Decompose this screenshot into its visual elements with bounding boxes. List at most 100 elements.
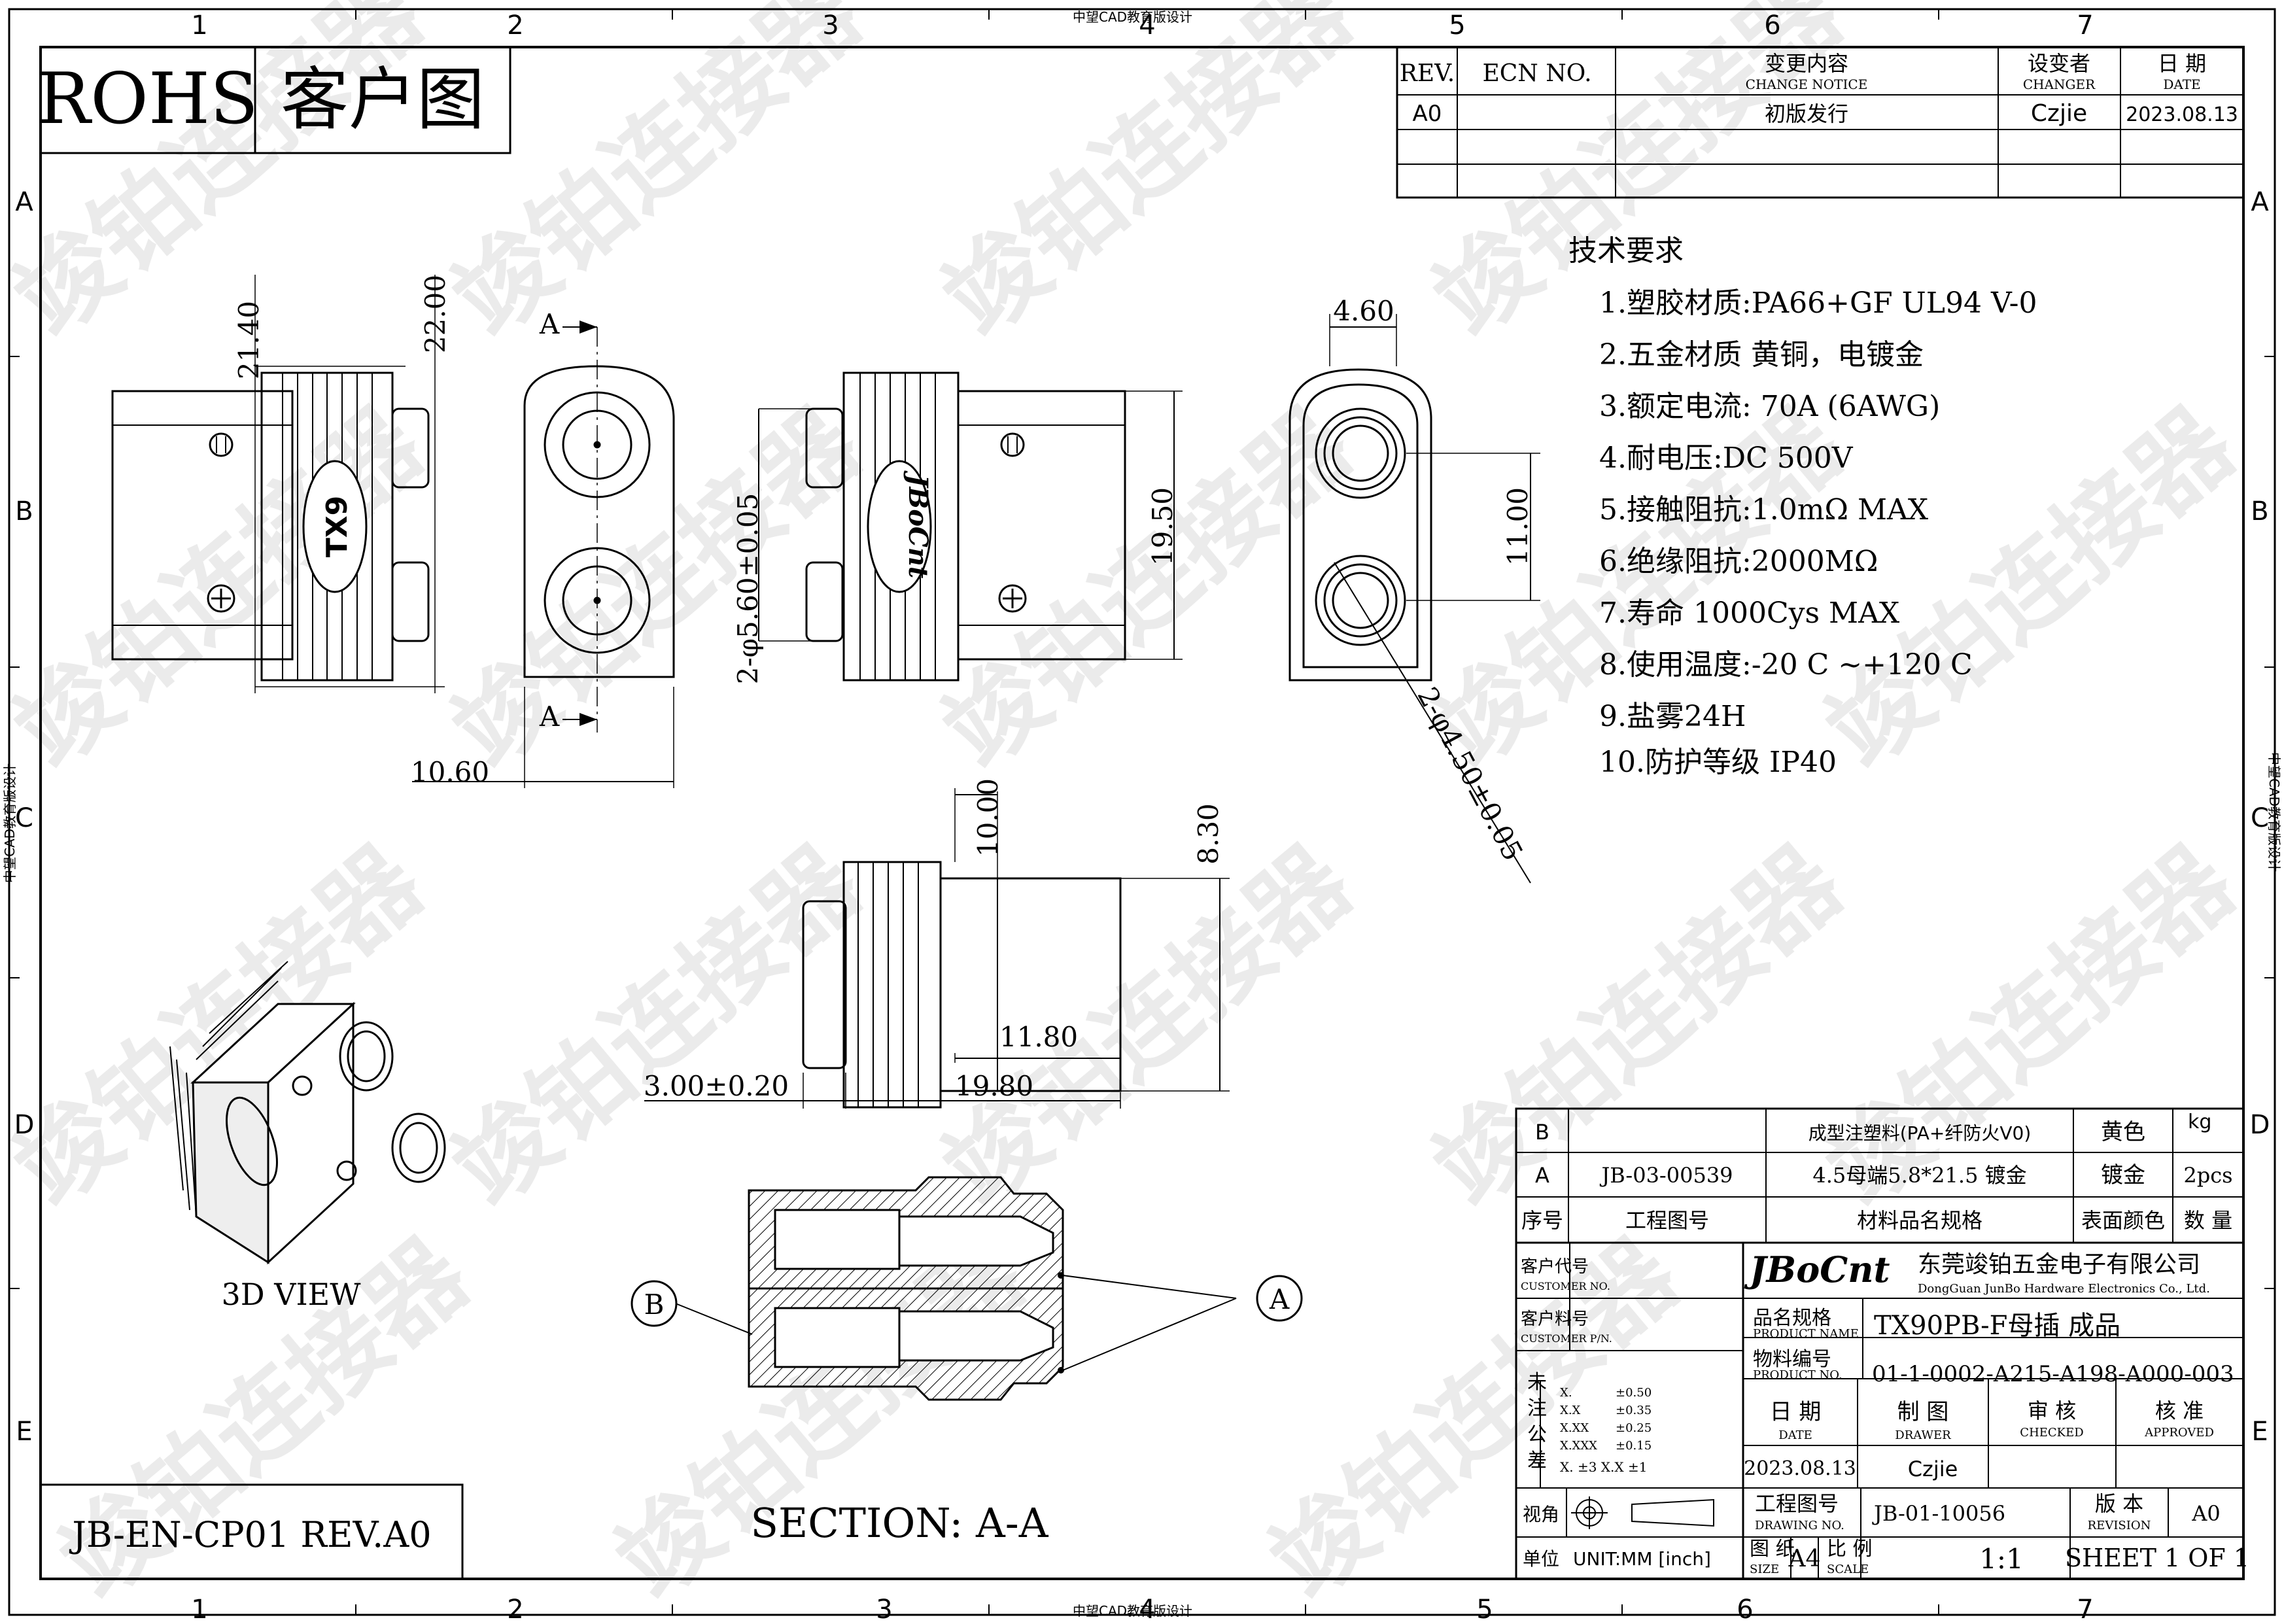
bom-no: A <box>1535 1163 1549 1188</box>
revision-value: A0 <box>2191 1501 2220 1526</box>
doc-code: JB-EN-CP01 REV.A0 <box>69 1514 431 1555</box>
brand-logo: JBoCnt <box>1744 1249 1890 1290</box>
bom-header-color: 表面颜色 <box>2081 1208 2165 1233</box>
dim-3-00: 3.00±0.20 <box>644 1070 789 1102</box>
col-label: 2 <box>507 10 523 41</box>
side-view-tx9 <box>111 275 445 693</box>
section-mark-top: A <box>539 308 560 340</box>
col-label: 5 <box>1449 10 1465 41</box>
tech-title: 技术要求 <box>1568 234 1684 268</box>
changer-value: Czjie <box>2031 100 2087 127</box>
bom-material: 4.5母端5.8*21.5 镀金 <box>1812 1163 2026 1188</box>
bom-color: 镀金 <box>2101 1162 2145 1188</box>
company-name-en: DongGuan JunBo Hardware Electronics Co.,… <box>1918 1282 2210 1296</box>
watermark-text: 竣铂连接器 <box>0 0 443 358</box>
bom-qty: kg <box>2188 1111 2211 1133</box>
row-label: B <box>15 496 33 527</box>
front-view <box>412 326 675 788</box>
customer-pn-label-en: CUSTOMER P/N. <box>1521 1332 1612 1345</box>
angle-tol: X. ±3 X.X ±1 <box>1560 1459 1647 1475</box>
changer-header-cn: 设变者 <box>2028 51 2090 76</box>
bom-header-material: 材料品名规格 <box>1857 1208 1982 1233</box>
rohs-title-block: ROHS 客户图 <box>37 46 511 154</box>
tech-item: 9.盐雾24H <box>1599 700 1746 733</box>
change-header-cn: 变更内容 <box>1765 51 1848 76</box>
tx9-label: TX9 <box>320 496 354 558</box>
col-label: 7 <box>2077 10 2093 41</box>
date-label-en: DATE <box>1778 1428 1812 1442</box>
tech-item: 3.额定电流: 70A (6AWG) <box>1599 390 1940 423</box>
balloon-a-label: A <box>1269 1283 1290 1315</box>
bom-table: B 成型注塑料(PA+纤防火V0) 黄色 kg A JB-03-00539 4.… <box>1515 1107 2245 1244</box>
rev-header: REV. <box>1400 60 1455 87</box>
section-label: SECTION: A-A <box>751 1499 1049 1547</box>
col-label: 1 <box>191 10 207 41</box>
date-value: 2023.08.13 <box>1744 1457 1856 1480</box>
approved-label-en: APPROVED <box>2144 1426 2214 1440</box>
tol-fmt: X.XX <box>1560 1421 1589 1435</box>
tol-fmt: X.X <box>1560 1404 1581 1417</box>
watermark-text: 竣铂连接器 <box>923 387 1372 790</box>
product-no-label-en: PRODUCT NO. <box>1753 1368 1843 1382</box>
section-arrow <box>580 320 597 334</box>
sheet-frame <box>8 8 2276 1616</box>
title-block: JBoCnt 东莞竣铂五金电子有限公司 DongGuan JunBo Hardw… <box>1515 1241 2249 1580</box>
tech-item: 6.绝缘阻抗:2000MΩ <box>1599 545 1878 578</box>
drawing-no-label-en: DRAWING NO. <box>1755 1519 1844 1532</box>
edition-note: 中望CAD教育版设计 <box>1073 9 1192 25</box>
customer-pn-label: 客户料号 <box>1521 1309 1589 1329</box>
dim-22-00: 22.00 <box>419 275 451 353</box>
bom-header-qty: 数 量 <box>2184 1208 2232 1233</box>
change-value: 初版发行 <box>1765 101 1848 126</box>
approved-label: 核 准 <box>2155 1398 2204 1423</box>
projection-symbol <box>1571 1496 1714 1529</box>
col-label: 6 <box>1737 1595 1753 1624</box>
dim-4-60: 4.60 <box>1333 295 1394 327</box>
rear-view <box>1289 314 1540 884</box>
date-value: 2023.08.13 <box>2126 103 2238 126</box>
size-value: A4 <box>1788 1546 1821 1572</box>
tech-requirements: 技术要求 1.塑胶材质:PA66+GF UL94 V-0 2.五金材质 黄铜，电… <box>1568 234 2037 779</box>
edition-note: 中望CAD教育版设计 <box>2266 752 2282 872</box>
tech-item: 4.耐电压:DC 500V <box>1599 441 1854 475</box>
watermark-text: 竣铂连接器 <box>432 387 882 790</box>
company-name-cn: 东莞竣铂五金电子有限公司 <box>1918 1251 2200 1278</box>
product-name-label-en: PRODUCT NAME <box>1753 1327 1859 1341</box>
dim-10-60: 10.60 <box>411 756 489 788</box>
edition-note: 中望CAD教育版设计 <box>2 763 18 883</box>
tol-val: ±0.35 <box>1616 1404 1652 1417</box>
tol-val: ±0.50 <box>1616 1386 1652 1400</box>
size-label-en: SIZE <box>1750 1563 1779 1576</box>
dim-19-50: 19.50 <box>1147 487 1179 566</box>
isometric-view <box>169 961 446 1265</box>
tol-label: 差 <box>1527 1449 1547 1472</box>
row-label: C <box>15 803 33 833</box>
rohs-label: ROHS <box>37 58 258 140</box>
dim-21-40: 21.40 <box>233 301 265 379</box>
watermark-text: 竣铂连接器 <box>432 825 882 1228</box>
edition-notes: 中望CAD教育版设计 中望CAD教育版设计 中望CAD教育版设计 中望CAD教育… <box>2 9 2282 1619</box>
tol-val: ±0.25 <box>1616 1421 1652 1435</box>
brand-logo-side: JBoCnt <box>903 470 933 579</box>
dim-11-80: 11.80 <box>999 1021 1078 1053</box>
bom-header-no: 序号 <box>1521 1208 1563 1233</box>
row-label: A <box>2251 187 2269 217</box>
top-view <box>644 788 1230 1109</box>
tech-item: 2.五金材质 黄铜，电镀金 <box>1599 338 1924 371</box>
tol-val: ±0.15 <box>1616 1439 1652 1453</box>
balloon-b-label: B <box>644 1288 665 1321</box>
revision-table: REV. ECN NO. 变更内容 CHANGE NOTICE 设变者 CHAN… <box>1396 46 2245 199</box>
tech-item: 10.防护等级 IP40 <box>1599 746 1837 779</box>
tol-label: 公 <box>1527 1423 1547 1446</box>
unit-value: UNIT:MM [inch] <box>1573 1548 1711 1570</box>
product-no-label: 物料编号 <box>1753 1348 1831 1371</box>
drawing-no: JB-01-10056 <box>1872 1501 2005 1526</box>
row-label: D <box>14 1110 35 1140</box>
col-label: 4 <box>1139 1595 1155 1624</box>
bom-material: 成型注塑料(PA+纤防火V0) <box>1808 1122 2032 1144</box>
scale-label-en: SCALE <box>1827 1563 1869 1576</box>
watermark-text: 竣铂连接器 <box>923 0 1372 358</box>
dim-19-80: 19.80 <box>955 1070 1033 1102</box>
dim-10-00: 10.00 <box>972 778 1004 857</box>
